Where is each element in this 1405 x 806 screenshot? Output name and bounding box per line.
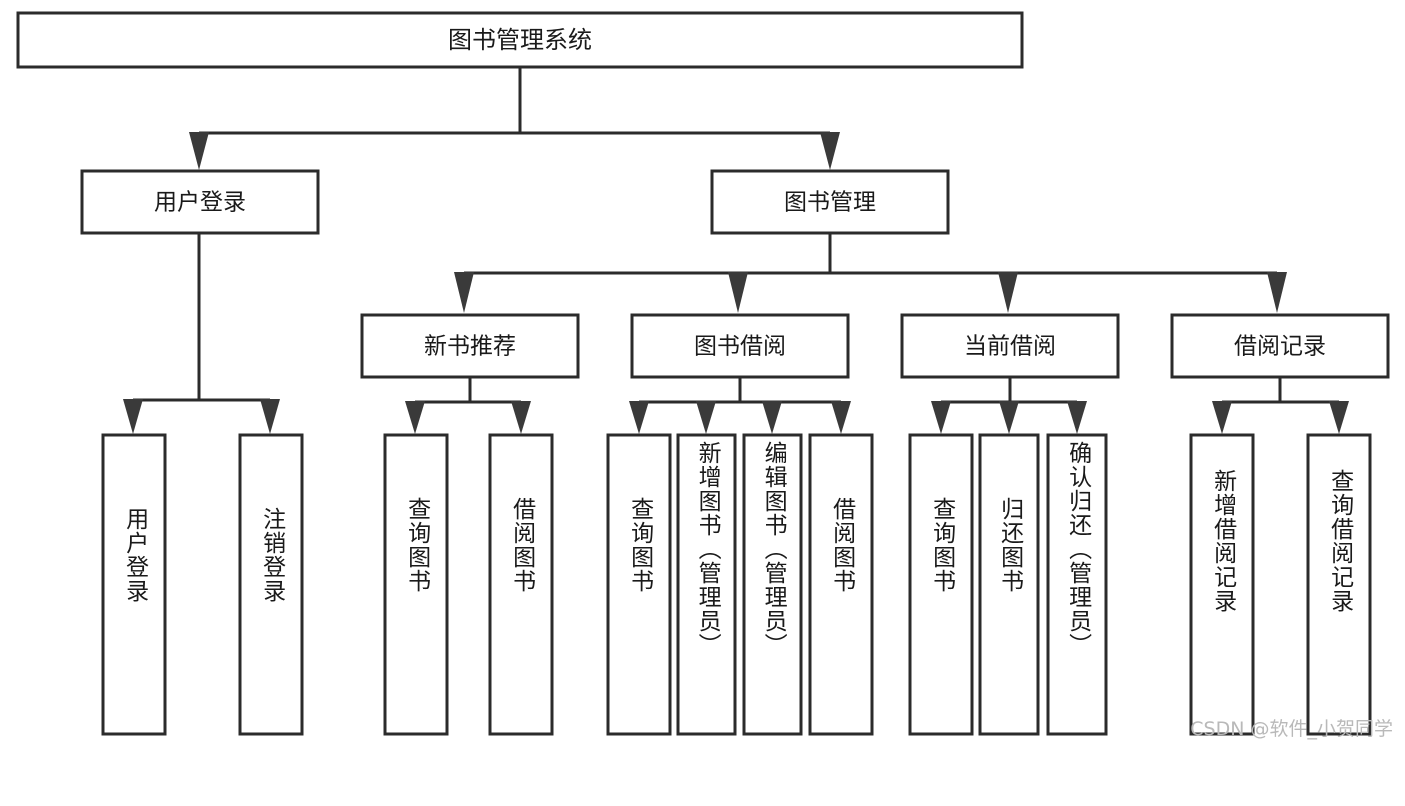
- arrow-to-borrow-leaf-2: [696, 401, 716, 434]
- arrow-to-user-login: [189, 132, 209, 170]
- node-box-book-management[interactable]: [710, 169, 950, 235]
- arrow-to-borrow-leaf-3: [762, 401, 782, 434]
- node-box-leaf-query-borrow-record[interactable]: [1306, 433, 1372, 736]
- node-label-current-borrow: 当前借阅: [964, 334, 1056, 360]
- node-box-user-login[interactable]: [80, 169, 320, 235]
- arrow-to-leaf-user-login: [123, 399, 143, 434]
- csdn-watermark: CSDN @软件_小贺同学: [1190, 718, 1393, 740]
- node-label-book-borrow: 图书借阅: [694, 334, 786, 360]
- node-box-leaf-user-login[interactable]: [101, 433, 167, 736]
- arrow-to-newbook-leaf-2: [511, 401, 531, 434]
- node-box-leaf-edit-book-admin[interactable]: [742, 433, 803, 736]
- node-box-leaf-query-book-1[interactable]: [383, 433, 449, 736]
- arrow-to-newbook-leaf-1: [405, 401, 425, 434]
- arrow-to-new-book: [454, 272, 474, 313]
- node-box-leaf-return-book[interactable]: [978, 433, 1040, 736]
- node-box-borrow-record[interactable]: [1170, 313, 1390, 379]
- node-label-borrow-record: 借阅记录: [1234, 334, 1326, 360]
- node-box-leaf-query-book-2[interactable]: [606, 433, 672, 736]
- arrow-to-record-leaf-1: [1212, 401, 1232, 434]
- arrow-to-borrow-record: [1267, 272, 1287, 313]
- arrow-to-current-leaf-2: [999, 401, 1019, 434]
- diagram-canvas: 图书管理系统 用户登录 图书管理 新书推荐 图书借阅 当前借阅 借阅记录: [16, 11, 1393, 740]
- node-box-new-book-recommend[interactable]: [360, 313, 580, 379]
- arrow-to-current-borrow: [998, 272, 1018, 313]
- node-label-new-book-recommend: 新书推荐: [424, 334, 516, 360]
- node-box-leaf-logout[interactable]: [238, 433, 304, 736]
- arrow-to-current-leaf-1: [931, 401, 951, 434]
- node-box-leaf-borrow-book-2[interactable]: [808, 433, 874, 736]
- node-box-root[interactable]: [16, 11, 1024, 69]
- node-box-leaf-confirm-return-admin[interactable]: [1046, 433, 1108, 736]
- tree-diagram-svg: 图书管理系统 用户登录 图书管理 新书推荐 图书借阅 当前借阅 借阅记录: [16, 11, 1390, 736]
- arrow-to-record-leaf-2: [1329, 401, 1349, 434]
- arrow-to-book-mgmt: [820, 132, 840, 170]
- arrow-to-current-leaf-3: [1067, 401, 1087, 434]
- arrowheads-layer: [123, 132, 1349, 434]
- node-box-leaf-add-borrow-record[interactable]: [1189, 433, 1255, 736]
- node-label-root: 图书管理系统: [448, 26, 592, 54]
- node-box-leaf-borrow-book-1[interactable]: [488, 433, 554, 736]
- node-box-current-borrow[interactable]: [900, 313, 1120, 379]
- node-box-leaf-add-book-admin[interactable]: [676, 433, 737, 736]
- node-label-book-management: 图书管理: [784, 190, 876, 216]
- arrow-to-borrow-leaf-1: [629, 401, 649, 434]
- arrow-to-book-borrow: [728, 272, 748, 313]
- node-box-book-borrow[interactable]: [630, 313, 850, 379]
- arrow-to-borrow-leaf-4: [831, 401, 851, 434]
- node-label-user-login: 用户登录: [154, 190, 246, 216]
- node-box-leaf-query-book-3[interactable]: [908, 433, 974, 736]
- nodes-layer: 图书管理系统 用户登录 图书管理 新书推荐 图书借阅 当前借阅 借阅记录: [16, 11, 1390, 736]
- arrow-to-leaf-logout: [260, 399, 280, 434]
